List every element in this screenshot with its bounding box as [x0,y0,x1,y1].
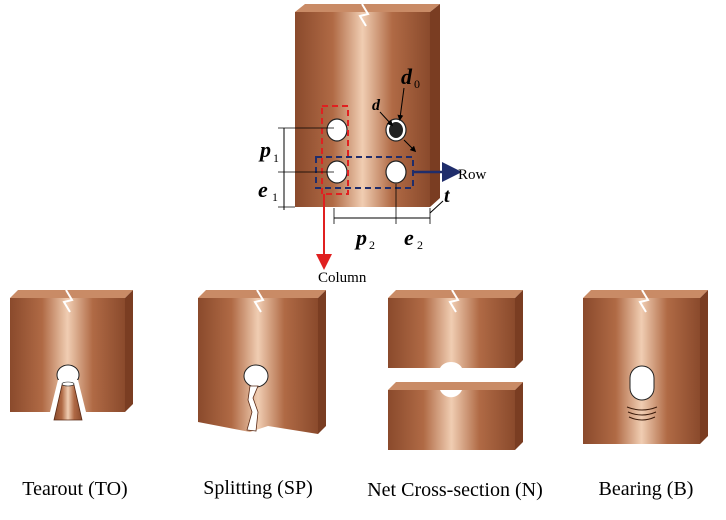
main-plate-break-mark [358,3,370,27]
plate-side-face [318,290,326,434]
plate-side-face [515,382,523,450]
bolt-hole [385,160,407,184]
caption-bearing: Bearing (B) [599,478,694,500]
plate-side-face [700,290,708,444]
bolt-hole [326,118,348,142]
d0-symbol: d [401,64,413,89]
net-cross-section-specimen [388,289,523,450]
main-plate-side-face [430,4,440,207]
t-symbol: t [444,185,451,207]
bolt-hole [243,364,269,388]
p1-subscript: 1 [273,151,279,165]
d-leader [379,111,394,127]
bearing-deformation-line [628,416,656,421]
plate-side-face [515,290,523,368]
break-mark [253,289,265,313]
tearout-specimen [10,289,133,421]
lower-plate-top-face [388,382,523,390]
d0-subscript: 0 [414,77,420,91]
splitting-specimen [198,289,326,434]
e2-symbol: e [404,225,414,250]
break-mark [638,289,650,313]
plate-top-face [198,290,326,298]
main-plate-top-face [295,4,440,12]
e1-symbol: e [258,177,268,202]
p1-symbol: p [258,137,271,162]
main-plate: Row Column p 1 e 1 p 2 e 2 t d d 0 [258,3,487,286]
caption-splitting: Splitting (SP) [203,477,312,499]
column-box [321,105,349,195]
bolt [389,122,403,138]
elongated-hole [629,365,655,401]
p2-subscript: 2 [369,238,375,252]
torn-block-top [61,381,75,387]
e2-subscript: 2 [417,238,423,252]
p2-symbol: p [354,225,367,250]
plate-top-face [10,290,133,298]
upper-plate-front [388,298,515,368]
d0-leader [403,139,417,153]
split-crack [246,385,259,432]
caption-net-cross-section: Net Cross-section (N) [367,479,543,501]
thickness-dimension-line [429,200,444,214]
plate-side-face [125,290,133,412]
bearing-deformation-line [627,411,657,416]
column-label: Column [318,270,367,286]
break-mark [62,289,74,313]
main-plate-front-face [295,12,430,207]
bearing-deformation-line [626,406,658,411]
break-mark [448,289,460,313]
bearing-specimen [583,289,708,444]
lower-plate-front [388,390,515,450]
row-label: Row [458,167,487,183]
d-symbol: d [372,97,381,114]
caption-tearout: Tearout (TO) [22,478,127,500]
d0-leader [397,87,405,121]
e1-subscript: 1 [272,190,278,204]
